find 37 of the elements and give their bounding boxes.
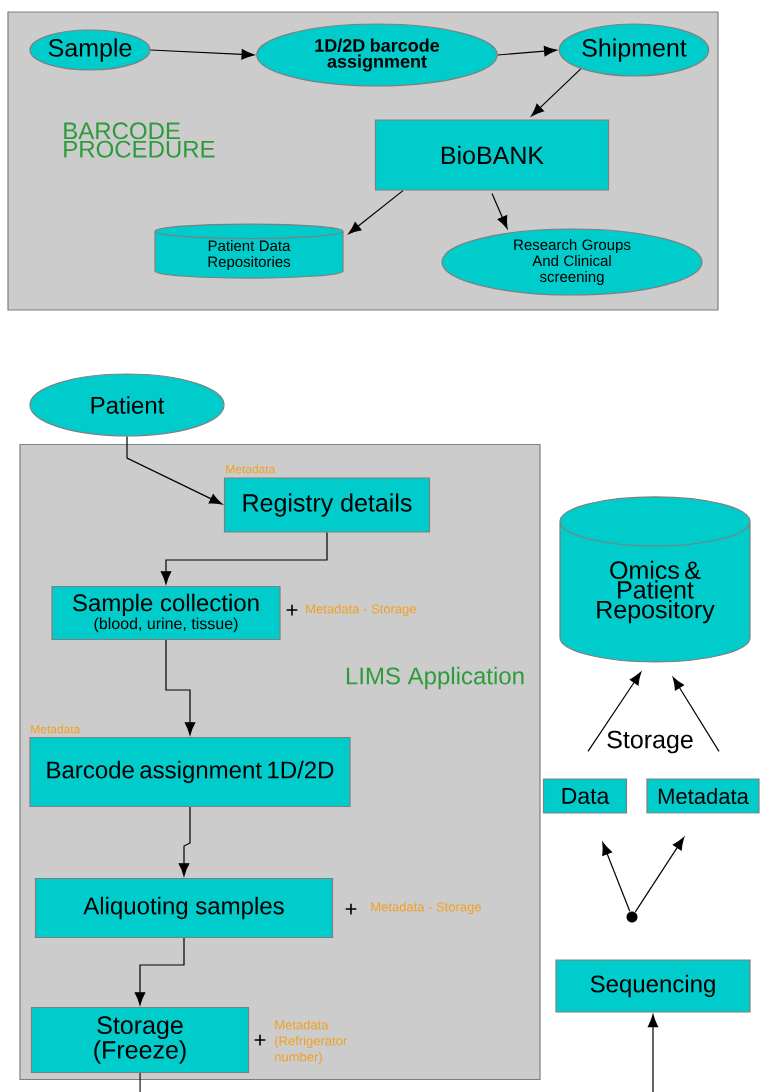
text-label: Storage (607, 730, 693, 754)
arrow (602, 842, 631, 912)
plus-sign: + (254, 1034, 266, 1046)
process-box: Registry details (223, 477, 431, 533)
arrow (178, 806, 191, 877)
process-box: Sequencing (555, 959, 751, 1013)
arrow (647, 1014, 659, 1092)
process-box: Data (542, 778, 628, 814)
arrow (634, 837, 685, 913)
plus-sign: + (345, 903, 357, 915)
database-cylinder: Patient Data Repositories (154, 223, 344, 279)
annotation-text: Metadata - Storage (371, 901, 481, 915)
arrow (134, 937, 185, 1006)
panel-heading: LIMS Application (346, 666, 524, 690)
arrow (348, 190, 404, 235)
arrow (497, 45, 557, 57)
arrow (531, 68, 582, 117)
panel-heading: BARCODE PROCEDURE (64, 122, 215, 158)
process-box: Storage (Freeze) (30, 1006, 250, 1074)
process-box: BioBANK (374, 119, 610, 191)
arrow (165, 639, 196, 736)
process-box: Barcode assignment 1D/2D (29, 736, 351, 808)
arrow (587, 671, 642, 752)
arrow (160, 532, 328, 585)
arrow (126, 436, 223, 505)
process-box: Sample collection (blood, urine, tissue) (51, 585, 281, 641)
arrow (150, 49, 255, 60)
arrow (491, 193, 508, 229)
plus-sign: + (286, 604, 298, 616)
annotation-text: Metadata (226, 464, 276, 474)
annotation-text: Metadata (Refrigerator number) (275, 1019, 347, 1065)
database-cylinder: Omics & Patient Repository (559, 496, 751, 663)
arrow (672, 677, 720, 752)
process-box: Metadata (646, 778, 760, 814)
annotation-text: Metadata (31, 724, 81, 734)
process-box: Aliquoting samples (34, 877, 334, 939)
annotation-text: Metadata - Storage (306, 603, 416, 617)
